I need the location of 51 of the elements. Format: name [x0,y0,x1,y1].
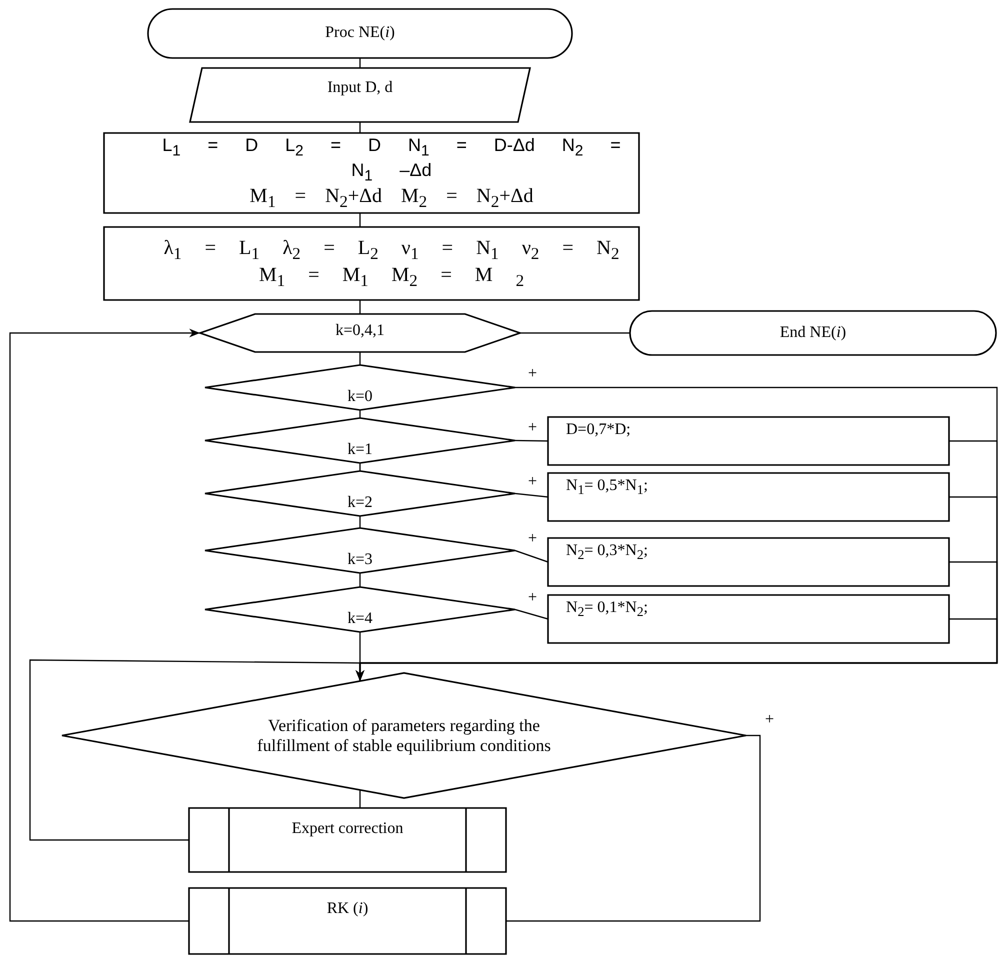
connector-line [515,440,548,442]
node-text: k=1 [347,441,373,460]
input-parallelogram [190,68,530,122]
node-text: N$_{2}$= 0,3*N$_{2}$; [566,542,648,562]
node-text: N$_{2}$= 0,1*N$_{2}$; [566,599,648,620]
node-text: RK (i) [326,900,368,918]
connector-line [514,550,548,563]
connector-line [359,352,361,365]
connector-line [520,332,630,334]
connector-line [359,573,361,587]
subroutine-box [189,808,506,872]
connector-line [514,608,548,620]
arrow [29,659,364,841]
node-text: k=0 [347,388,373,407]
subroutine-box [189,888,506,954]
node-text: D=0,7*D; [566,421,631,440]
process-box [548,595,949,643]
node-text: M$_{1}$ = N$_{2}$+Δd M$_{2}$ = N$_{2}$+Δd [250,184,534,211]
decision-diamond [205,587,515,632]
node-text: L$_{1}$ = D L$_{2}$ = D N$_{1}$ = D-Δd N$_{2}$ = N$_{1}$ –Δd [161,135,622,185]
node-text: Input D, d [327,78,393,98]
connector-line [359,516,361,528]
loop-hexagon [200,314,520,352]
decision-diamond [205,471,515,516]
connector-line [359,790,361,808]
node-text: Proc NE(i) [325,24,395,43]
decision-diamond [205,418,515,463]
decision-diamond [205,365,515,410]
node-text: Expert correction [292,820,404,838]
connector-line [359,213,361,227]
process-box [548,417,949,465]
connector-line [359,122,361,133]
connector-line [514,492,548,498]
process-box [548,473,949,521]
node-text: k=2 [347,494,373,513]
node-text: k=3 [347,551,373,570]
node-text: k=4 [347,610,373,629]
arrow [9,328,200,922]
node-text: N$_{1}$= 0,5*N$_{1}$; [566,477,648,498]
process-box [548,538,949,586]
node-text: End NE(i) [780,324,846,342]
process-box [104,227,639,300]
decision-diamond [205,528,515,573]
decision-diamond [62,673,746,798]
connector-line [359,58,361,68]
node-text: k=0,4,1 [335,322,385,340]
node-text: λ$_{1}$ = L$_{1}$ λ$_{2}$ = L$_{2}$ ν$_{1}$ = N$_{1}$ ν$_{2}$ = N$_{2}$ [164,237,620,264]
condition-text: Verification of parameters regarding the fulfillment of stable equilibrium conditions [256,716,552,756]
process-box [104,133,639,213]
connector-line [506,734,761,922]
connector-line [359,300,361,314]
